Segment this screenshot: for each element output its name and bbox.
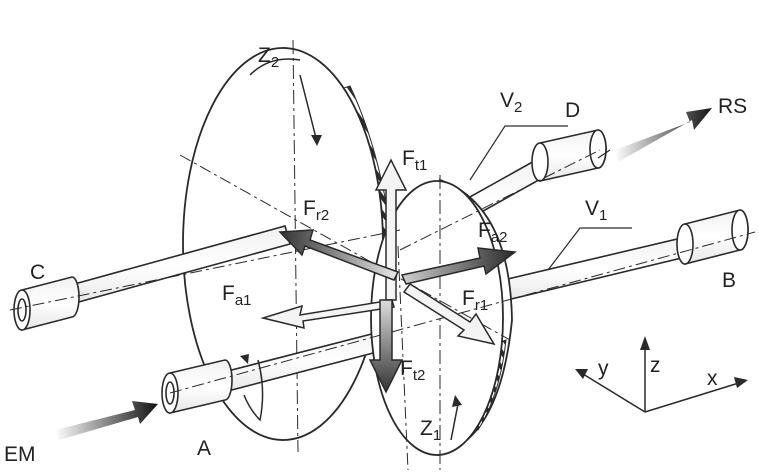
label-d: D <box>565 100 580 121</box>
label-v2-main: V <box>500 89 515 112</box>
label-fa2-sub: a2 <box>490 229 508 246</box>
force-arrows <box>260 158 517 394</box>
em-input-arrow <box>55 401 158 440</box>
label-ft1-sub: t1 <box>414 157 428 174</box>
axis-label-y: y <box>598 358 609 379</box>
label-fr2-main: F <box>303 197 316 220</box>
label-v1: V1 <box>585 198 607 223</box>
rs-output-arrow <box>615 108 712 162</box>
label-em-main: EM <box>4 443 36 466</box>
axis-label-y-main: y <box>598 357 609 380</box>
axis-label-x-main: x <box>707 367 718 390</box>
label-fa1-sub: a1 <box>234 292 252 309</box>
rotation-arrows <box>240 58 462 441</box>
shaft-axes <box>9 149 756 471</box>
leader-lines <box>469 125 632 271</box>
label-v1-main: V <box>585 197 600 220</box>
label-fr2: Fr2 <box>303 198 329 223</box>
label-v2: V2 <box>500 90 522 115</box>
label-a-main: A <box>197 437 212 460</box>
label-z1: Z1 <box>420 418 441 443</box>
label-ft1: Ft1 <box>402 148 427 173</box>
label-a: A <box>197 438 211 459</box>
label-em: EM <box>4 444 36 465</box>
label-fa2-main: F <box>478 219 491 242</box>
label-fr2-sub: r2 <box>315 207 330 224</box>
label-fa2: Fa2 <box>478 220 508 245</box>
label-c-main: C <box>30 261 46 284</box>
label-rs-main: RS <box>718 95 748 118</box>
label-v2-sub: 2 <box>514 99 523 116</box>
label-fr1-sub: r1 <box>474 297 489 314</box>
label-z2-main: Z <box>258 44 271 67</box>
lower-shaft <box>494 209 749 303</box>
label-z2-sub: 2 <box>270 54 280 71</box>
left-shafts <box>13 225 401 415</box>
label-ft2-main: F <box>400 357 413 380</box>
label-v1-sub: 1 <box>599 207 608 224</box>
label-ft1-main: F <box>402 147 415 170</box>
label-fa1-main: F <box>222 282 235 305</box>
label-ft2-sub: t2 <box>412 367 426 384</box>
label-rs: RS <box>718 96 747 117</box>
label-fa1: Fa1 <box>222 283 252 308</box>
axis-label-x: x <box>707 368 718 389</box>
label-fr1: Fr1 <box>462 288 488 313</box>
axis-label-z: z <box>650 355 661 376</box>
label-d-main: D <box>565 99 581 122</box>
label-c: C <box>30 262 45 283</box>
label-z1-sub: 1 <box>432 427 442 444</box>
label-fr1-main: F <box>462 287 475 310</box>
axis-label-z-main: z <box>650 354 661 377</box>
label-ft2: Ft2 <box>400 358 425 383</box>
coordinate-axes <box>575 336 748 413</box>
label-z2: Z2 <box>258 45 279 70</box>
label-z1-main: Z <box>420 417 433 440</box>
label-b-main: B <box>722 269 737 292</box>
label-b: B <box>722 270 736 291</box>
